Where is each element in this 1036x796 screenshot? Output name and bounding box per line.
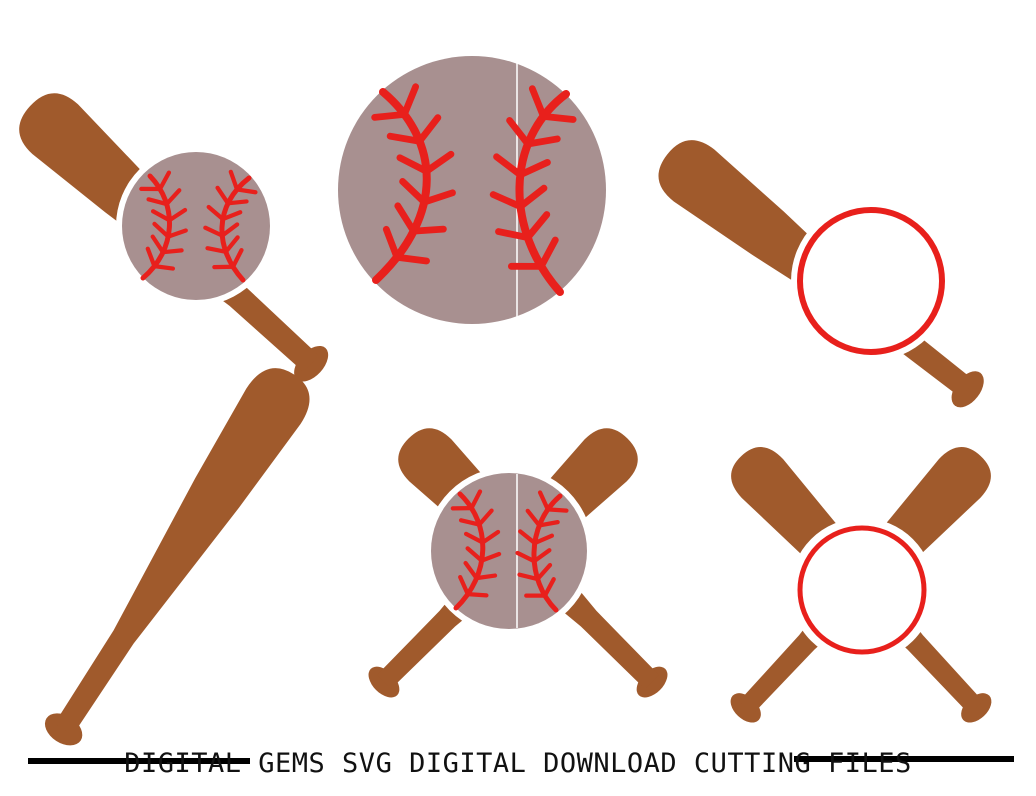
stitch-tick [525, 508, 542, 528]
stitch-tick [493, 153, 524, 179]
stitch-tick [145, 246, 157, 269]
stitch-tick [223, 235, 240, 254]
stitch-ticks [450, 489, 502, 598]
stitch-tick [532, 533, 555, 546]
stitch-tick [410, 225, 447, 235]
stitch-tick [160, 248, 184, 255]
stitch-ticks [515, 490, 569, 598]
stitch-tick [152, 264, 176, 271]
stitch-tick [396, 154, 430, 175]
large-baseball-design [338, 56, 606, 324]
stitch-tick [537, 519, 560, 528]
stitch-tick [489, 191, 524, 211]
stitch-right [203, 169, 258, 283]
stitch-tick [167, 207, 188, 223]
stitch-tick [234, 187, 258, 195]
stitch-tick [518, 529, 537, 546]
stitch-tick [458, 518, 482, 527]
stitch-tick [220, 210, 243, 222]
stitch-tick [528, 85, 547, 120]
stitch-tick [480, 529, 501, 545]
stitch-tick [220, 222, 240, 238]
stitch-tick [394, 202, 418, 235]
stitch-tick [205, 246, 228, 254]
stitch-ticks [489, 85, 577, 270]
stitch-tick [495, 228, 532, 241]
footer-rule-left [28, 758, 250, 764]
stitch-tick [150, 209, 172, 223]
stitch-tick [228, 169, 240, 192]
stitch-tick [465, 546, 484, 563]
stitch-ticks [139, 170, 188, 271]
stitch-tick [150, 234, 166, 255]
stitch-tick [382, 225, 401, 261]
stitch-tick [545, 507, 569, 513]
stitch-tick [479, 551, 502, 563]
stitch-tick [535, 562, 553, 582]
stitch-ticks [371, 83, 456, 265]
crossed-bats-ball-design [368, 428, 668, 698]
stitch-tick [458, 574, 470, 597]
stitch-tick [477, 508, 494, 527]
stitch-tick [465, 591, 489, 598]
stitch-left [139, 170, 188, 281]
stitch-tick [542, 577, 556, 598]
footer-caption: DIGITAL GEMS SVG DIGITAL DOWNLOAD CUTTIN… [124, 748, 912, 779]
stitch-tick [166, 228, 188, 239]
stitch-tick [524, 211, 551, 241]
stitch-tick [537, 490, 550, 512]
stitch-tick [225, 199, 249, 206]
stitch-tick [371, 110, 408, 121]
stitch-tick [164, 188, 182, 207]
stitch-tick [517, 572, 540, 582]
stitch-tick [215, 185, 231, 206]
stitch-tick [515, 550, 537, 564]
bat-ball-design [19, 93, 329, 382]
stitch-tick [203, 225, 225, 238]
stitch-tick [393, 253, 430, 265]
stitch-tick [386, 132, 423, 145]
stitch-tick [517, 184, 548, 211]
stitch-tick [540, 112, 577, 123]
bat-ring-design [658, 140, 984, 408]
baseball-icon [431, 473, 587, 629]
monogram-ring-icon [797, 207, 945, 355]
stitch-tick [469, 489, 483, 511]
stitch-tick [152, 221, 171, 239]
stitch-ticks [203, 169, 258, 270]
stitch-tick [420, 189, 456, 206]
monogram-ring-icon [797, 525, 927, 655]
crossed-bats-ring-design [730, 447, 992, 723]
stitch-tick [532, 548, 552, 564]
stitch-tick [230, 248, 244, 269]
stitch-tick [474, 573, 498, 581]
footer-rule-right [794, 756, 1014, 762]
stitch-tick [157, 170, 172, 192]
stitch-tick [516, 158, 551, 179]
stitch-tick [506, 117, 532, 148]
stitch-tick [416, 114, 442, 145]
stitch-tick [537, 236, 559, 270]
stitch-tick [463, 531, 485, 545]
stitch-tick [524, 135, 561, 148]
stitch-tick [399, 178, 428, 206]
stitch-tick [206, 204, 225, 222]
stitch-tick [423, 150, 455, 175]
footer: DIGITAL GEMS SVG DIGITAL DOWNLOAD CUTTIN… [28, 748, 1014, 779]
single-bat-design [44, 368, 310, 746]
stitch-tick [400, 83, 420, 118]
stitch-tick [463, 560, 479, 581]
stitch-tick [146, 197, 169, 207]
